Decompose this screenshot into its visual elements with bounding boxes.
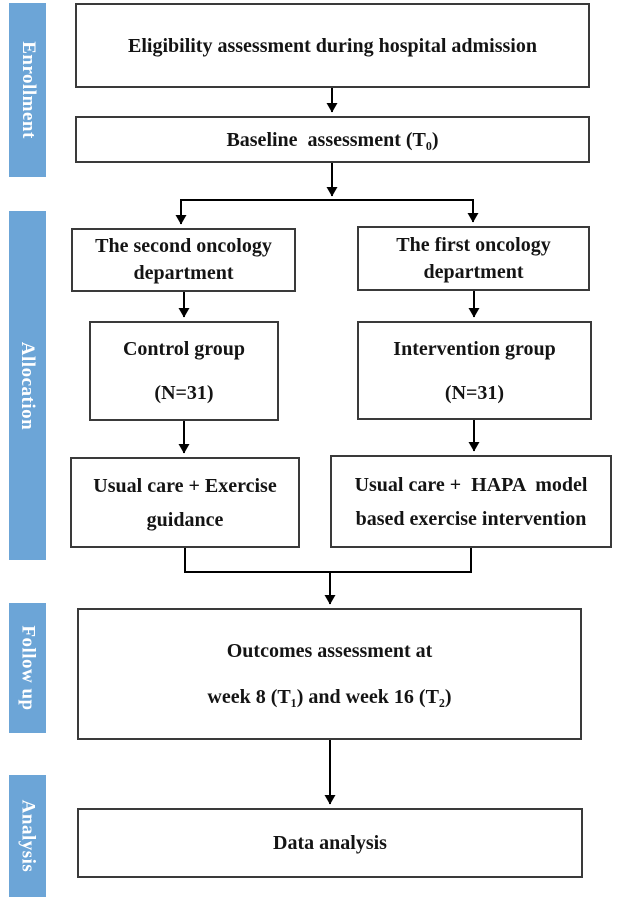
box-control-group-line2: (N=31) — [154, 382, 214, 404]
stage-label-enrollment: Enrollment — [17, 41, 39, 139]
box-intervention-group: Intervention group (N=31) — [357, 321, 592, 420]
box-second-oncology-line1: The second oncology — [95, 235, 272, 257]
stage-band-enrollment: Enrollment — [9, 3, 46, 177]
box-second-oncology-line2: department — [133, 262, 234, 284]
stage-label-analysis: Analysis — [17, 799, 39, 873]
box-intervention-group-line2: (N=31) — [444, 381, 505, 404]
box-outcomes-line1: Outcomes assessment at — [226, 640, 433, 662]
box-baseline-text: Baseline assessment (T₀) — [226, 128, 439, 151]
stage-label-follow-up: Follow up — [17, 625, 39, 711]
box-eligibility-assessment: Eligibility assessment during hospital a… — [75, 3, 590, 88]
box-first-oncology-line1: The first oncology — [396, 233, 551, 256]
box-first-oncology-line2: department — [423, 260, 524, 283]
stage-band-follow-up: Follow up — [9, 603, 46, 733]
box-data-analysis: Data analysis — [77, 808, 583, 878]
box-hapa-exercise-intervention: Usual care + HAPA model based exercise i… — [330, 455, 612, 548]
box-outcomes-line2: week 8 (T₁) and week 16 (T₂) — [207, 686, 452, 708]
box-hapa-line1: Usual care + HAPA model — [354, 473, 588, 496]
box-data-analysis-text: Data analysis — [273, 832, 387, 854]
stage-band-analysis: Analysis — [9, 775, 46, 897]
box-intervention-group-line1: Intervention group — [393, 337, 556, 360]
box-hapa-line2: based exercise intervention — [355, 507, 587, 530]
stage-label-allocation: Allocation — [17, 341, 39, 430]
box-first-oncology-department: The first oncology department — [357, 226, 590, 291]
box-outcomes-assessment: Outcomes assessment at week 8 (T₁) and w… — [77, 608, 582, 740]
box-control-group-line1: Control group — [122, 338, 246, 360]
box-baseline-assessment: Baseline assessment (T₀) — [75, 116, 590, 163]
box-control-group: Control group (N=31) — [89, 321, 279, 421]
box-usual-care-line1: Usual care + Exercise — [93, 474, 277, 497]
box-eligibility-text: Eligibility assessment during hospital a… — [128, 34, 537, 57]
box-usual-care-exercise-guidance: Usual care + Exercise guidance — [70, 457, 300, 548]
box-second-oncology-department: The second oncology department — [71, 228, 296, 292]
box-usual-care-line2: guidance — [146, 508, 224, 531]
stage-band-allocation: Allocation — [9, 211, 46, 560]
